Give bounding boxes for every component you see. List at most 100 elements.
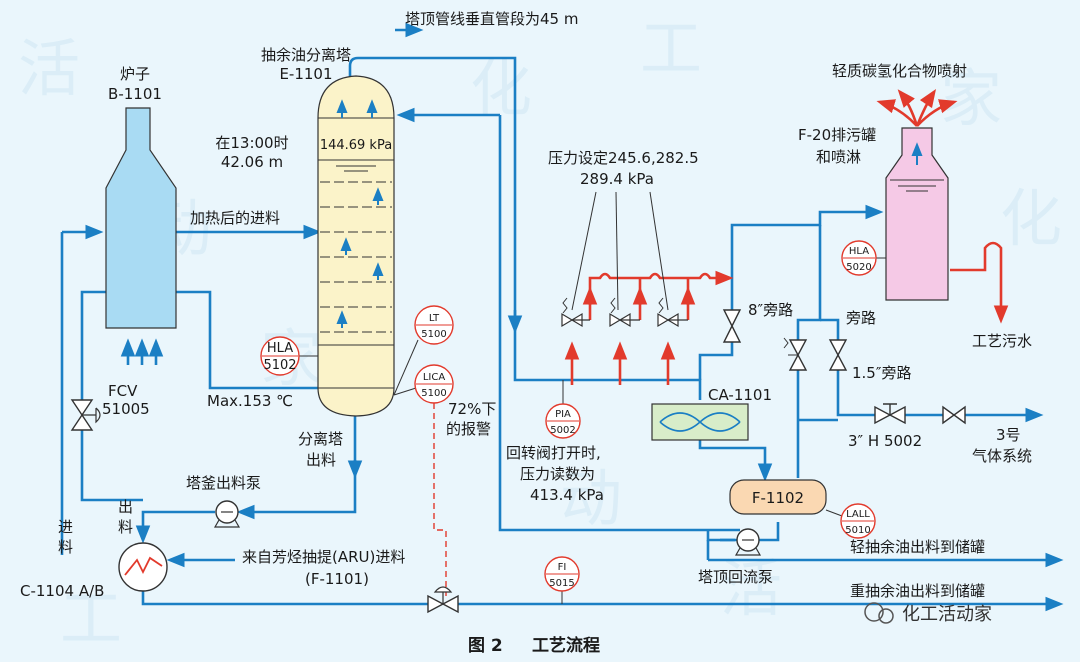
- reflux-pump-label: 塔顶回流泵: [698, 568, 773, 586]
- h5002-valve[interactable]: [874, 403, 906, 425]
- bypass-15-lower-pipe: [836, 370, 875, 417]
- h5002-handwheel: [883, 403, 897, 415]
- reflux-pump[interactable]: [734, 528, 762, 556]
- pressure-setting-line1: 压力设定245.6,282.5: [548, 149, 699, 167]
- blowdown-tank-body: [885, 127, 949, 301]
- pia-5002-instrument[interactable]: PIA 5002: [545, 380, 581, 439]
- lall-5010-tag: LALL: [846, 509, 870, 520]
- aru-feed-line1: 来自芳烃抽提(ARU)进料: [242, 548, 405, 566]
- column-title: 抽余油分离塔: [261, 46, 351, 64]
- blowdown-line1: F-20排污罐: [798, 126, 876, 144]
- overhead-label: 塔顶管线垂直管段为45 m: [405, 10, 578, 28]
- lt-5100-number: 5100: [421, 329, 446, 340]
- exchanger-c1104: [118, 542, 168, 592]
- bypass-label: 旁路: [846, 309, 876, 327]
- heated-feed-label: 加热后的进料: [190, 209, 280, 227]
- drum-outlet-pipe: [760, 522, 780, 542]
- condenser-outlet-pipe: [698, 440, 773, 482]
- aru-feed-line2: (F-1101): [305, 570, 369, 588]
- h5002-label: 3″ H 5002: [848, 432, 922, 450]
- relief-valve-spring: [562, 297, 568, 314]
- watermark-char: 工: [640, 12, 702, 85]
- pia-5002-number: 5002: [550, 425, 575, 436]
- leader-line: [649, 191, 669, 311]
- exchanger-in-label-2: 料: [58, 538, 73, 556]
- drum-f1102: F-1102: [729, 479, 827, 515]
- watermark-char: 动: [560, 462, 622, 535]
- figure-title: 工艺流程: [532, 635, 600, 656]
- hla-5020-instrument[interactable]: HLA 5020: [841, 240, 886, 276]
- condenser-ca1101: [651, 403, 749, 441]
- column-pressure: 144.69 kPa: [320, 138, 392, 153]
- light-raffinate-label: 轻抽余油出料到储罐: [850, 538, 985, 556]
- process-water-label: 工艺污水: [972, 332, 1032, 350]
- watermark-char: 家: [940, 62, 1002, 135]
- fi-5015-instrument[interactable]: FI 5015: [544, 556, 580, 604]
- spray-arrow: [915, 88, 937, 127]
- relief-valve-3[interactable]: [657, 297, 688, 328]
- bypass-15-label: 1.5″旁路: [852, 364, 911, 382]
- bypass-15-valve[interactable]: [828, 339, 848, 371]
- furnace-id: B-1101: [108, 85, 162, 103]
- max-temp-label: Max.153 ℃: [207, 392, 293, 410]
- lica-5100-lead: [393, 387, 417, 396]
- reboiler-return-pipe: [80, 290, 318, 400]
- condenser-id: CA-1101: [708, 386, 772, 404]
- exchanger-out-label-1: 出: [118, 498, 133, 516]
- gas-system-valve[interactable]: [942, 405, 966, 425]
- watermark-char: 化: [1000, 182, 1062, 255]
- watermark-char: 化: [470, 52, 532, 125]
- column-out-line1: 分离塔: [298, 430, 343, 448]
- watermark-char: 活: [720, 552, 782, 625]
- column-shell: [317, 75, 395, 417]
- spray-arrow: [876, 99, 918, 127]
- lica-5100-number: 5100: [421, 388, 446, 399]
- exchanger-coil: [124, 556, 163, 576]
- lall-5010-instrument[interactable]: LALL 5010: [825, 503, 876, 539]
- bypass-relief-spring: [783, 337, 798, 356]
- bottoms-pump[interactable]: [213, 500, 241, 528]
- lica-signal-line: [433, 403, 447, 596]
- relief-lines: [564, 241, 1009, 385]
- level-valve-actuator: [433, 586, 453, 604]
- fcv-actuator: [82, 407, 101, 424]
- bypass-riser-pipe: [796, 225, 822, 340]
- level-control-valve[interactable]: [427, 586, 459, 614]
- brand-icon: [878, 608, 894, 624]
- level-value-label: 42.06 m: [221, 153, 283, 171]
- lica-5100-instrument[interactable]: LICA 5100: [393, 364, 454, 404]
- bottoms-pump-base: [213, 519, 241, 528]
- bypass-relief-valve[interactable]: [783, 337, 808, 371]
- heavy-raffinate-label: 重抽余油出料到储罐: [850, 582, 985, 600]
- rotary-valve-line2: 压力读数为: [520, 465, 595, 483]
- watermark-char: 活: [18, 32, 80, 105]
- furnace-b1101: 炉子 B-1101: [105, 65, 177, 365]
- exchanger-in-label-1: 进: [58, 518, 73, 536]
- spray-plume: [876, 88, 958, 127]
- gas-system-line2: 气体系统: [972, 447, 1032, 465]
- relief-valve-1[interactable]: [561, 297, 590, 328]
- gas-system-valve-body: [942, 405, 966, 425]
- lt-5100-lead: [393, 339, 419, 396]
- brand-badge: 化工活动家: [864, 602, 992, 625]
- furnace-title: 炉子: [120, 65, 150, 83]
- relief-valve-2[interactable]: [609, 297, 640, 328]
- watermark-char: 工: [60, 582, 122, 655]
- lt-5100-instrument[interactable]: LT 5100: [393, 305, 454, 396]
- hla-5102-instrument[interactable]: HLA 5102: [260, 336, 318, 376]
- brand-icon: [864, 602, 884, 622]
- column-trays: [320, 181, 392, 333]
- overflow-pipe: [950, 241, 1009, 324]
- fcv-51005-valve[interactable]: [70, 399, 101, 431]
- bypass-15-valve-body: [828, 339, 848, 371]
- bypass-8-valve[interactable]: [722, 309, 742, 343]
- vapor-arrows: [336, 99, 384, 328]
- fcv-number: 51005: [102, 400, 150, 418]
- watermark: 活 动 家 化 工 活 动 家 化 工: [18, 12, 1062, 655]
- lica-5100-tag: LICA: [423, 372, 446, 383]
- exchanger-body: [118, 542, 168, 592]
- rotary-valve-line1: 回转阀打开时,: [506, 444, 601, 462]
- spray-label: 轻质碳氢化合物喷射: [832, 62, 967, 80]
- alarm-line2: 的报警: [446, 420, 491, 438]
